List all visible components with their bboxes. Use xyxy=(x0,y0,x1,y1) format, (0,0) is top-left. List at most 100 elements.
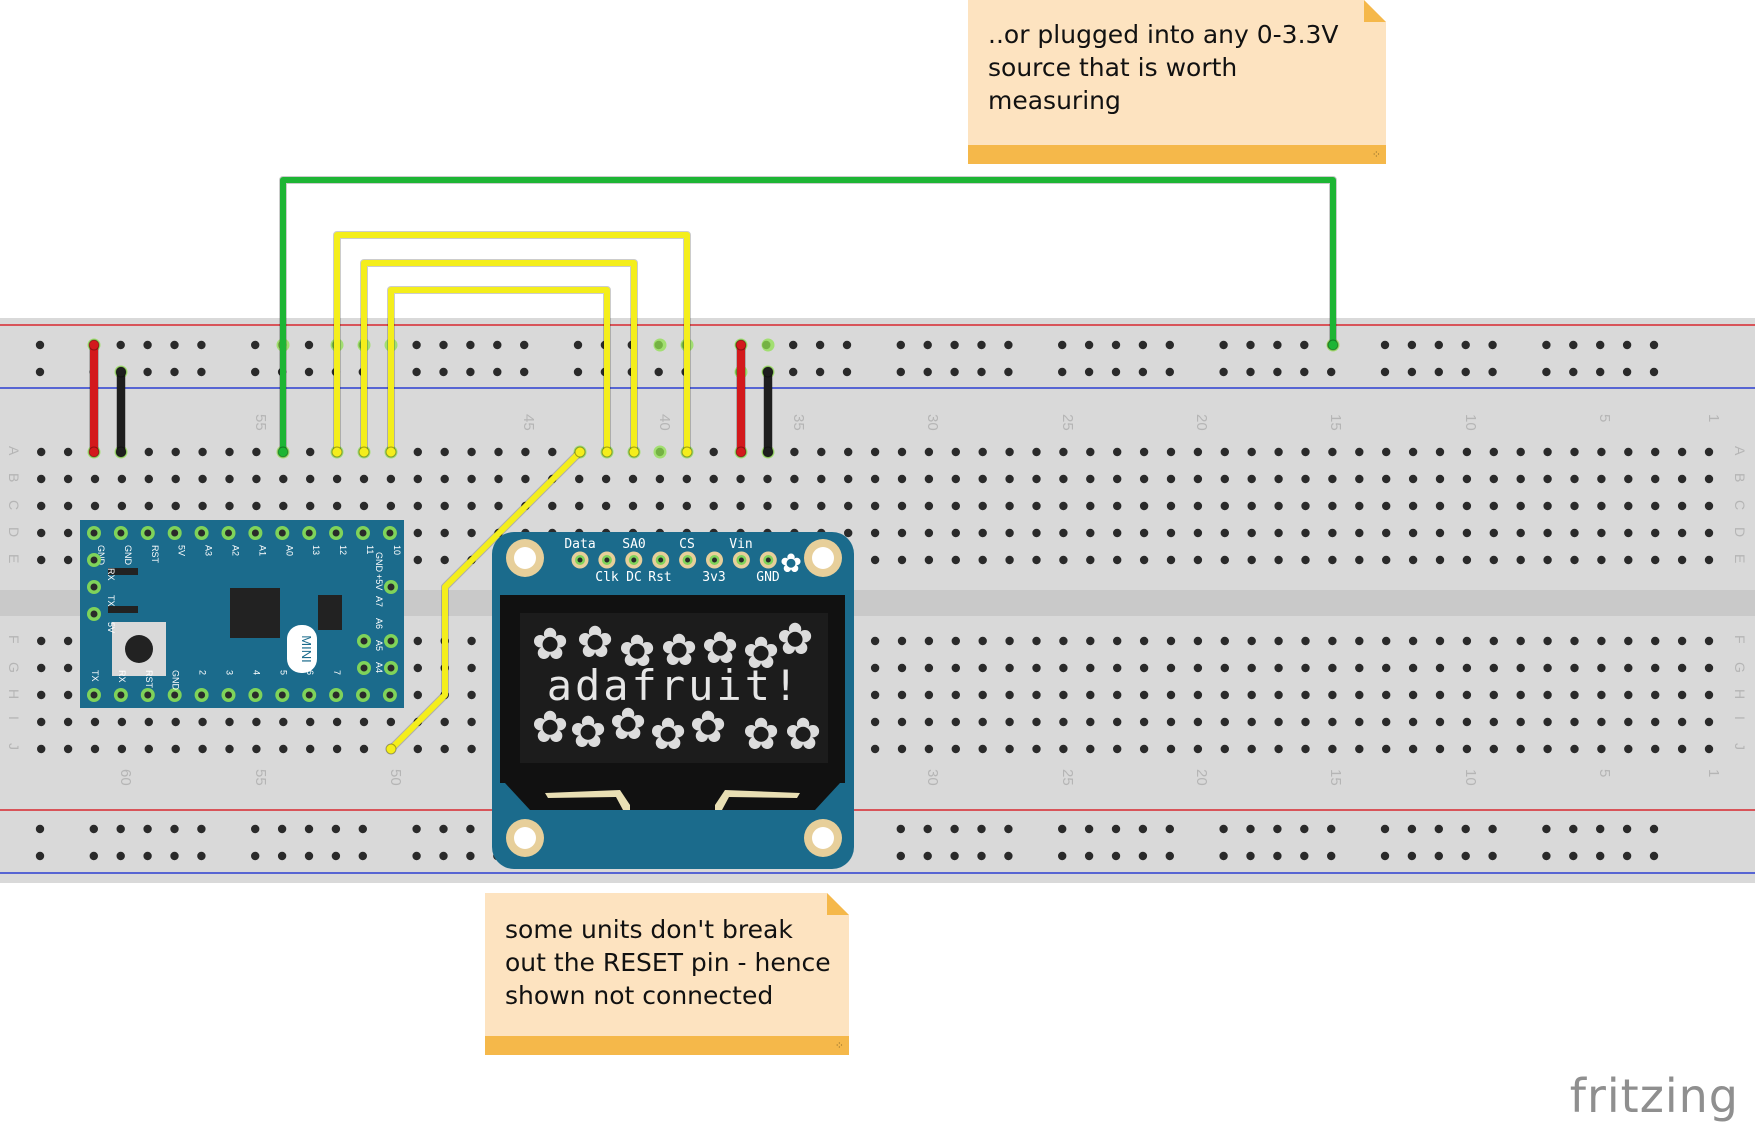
wire-black-1-end xyxy=(115,366,127,378)
breadboard-hole xyxy=(1408,717,1418,727)
note-fold-flap xyxy=(1364,0,1386,22)
screen-flower-icon: ✿ xyxy=(702,624,739,673)
breadboard-hole xyxy=(1516,555,1525,565)
rail-hole xyxy=(1649,851,1659,861)
breadboard-hole xyxy=(924,474,934,484)
oled-pin-label: Rst xyxy=(648,570,671,585)
rail-hole xyxy=(277,851,287,861)
arduino-pin-left-hole xyxy=(90,610,98,618)
arduino-pin-label: GND xyxy=(96,545,106,566)
breadboard-hole xyxy=(1005,690,1014,700)
breadboard-hole xyxy=(897,501,907,511)
breadboard-hole xyxy=(978,501,987,511)
resize-grip-icon[interactable]: ⁘ xyxy=(1371,149,1381,161)
arduino-pin-top-hole xyxy=(332,529,340,537)
breadboard-hole xyxy=(924,447,934,457)
rail-hole xyxy=(1058,340,1067,350)
breadboard-hole xyxy=(1651,663,1660,673)
breadboard-hole xyxy=(1193,690,1203,700)
rail-hole xyxy=(197,824,206,834)
breadboard-hole xyxy=(494,474,503,484)
wires xyxy=(88,176,1339,755)
breadboard-hole xyxy=(1032,690,1041,700)
breadboard-hole xyxy=(1382,555,1391,565)
arduino-pin-bottom-hole xyxy=(198,691,206,699)
breadboard-hole xyxy=(1113,555,1122,565)
breadboard-hole xyxy=(63,501,73,511)
breadboard-hole xyxy=(978,690,987,700)
breadboard-hole xyxy=(736,501,745,511)
note-bottom[interactable]: some units don't break out the RESET pin… xyxy=(485,893,849,1055)
breadboard-hole xyxy=(117,501,127,511)
rail-hole xyxy=(1111,340,1121,350)
rail-hole xyxy=(1084,340,1094,350)
breadboard-hole xyxy=(117,717,127,727)
breadboard-hole xyxy=(1166,474,1176,484)
breadboard-hole xyxy=(951,528,960,538)
rail-hole xyxy=(1084,851,1094,861)
breadboard-hole xyxy=(1704,636,1714,646)
breadboard-hole xyxy=(870,528,880,538)
rail-hole xyxy=(950,367,959,377)
breadboard-hole xyxy=(1139,447,1149,457)
rail-hole xyxy=(1246,340,1255,350)
arduino-pin-label: RX xyxy=(106,568,116,581)
breadboard-hole xyxy=(1193,663,1203,673)
breadboard-hole xyxy=(1032,744,1041,754)
breadboard-hole xyxy=(1193,744,1203,754)
breadboard-hole xyxy=(1301,744,1310,754)
resize-grip-icon[interactable]: ⁘ xyxy=(834,1040,844,1052)
rail-hole xyxy=(197,851,206,861)
breadboard-hole xyxy=(1382,717,1391,727)
breadboard-hole xyxy=(1435,744,1445,754)
breadboard-hole xyxy=(897,555,907,565)
breadboard-hole xyxy=(1059,636,1068,646)
breadboard-hole xyxy=(1355,663,1364,673)
row-letter: H xyxy=(6,689,22,699)
arduino-pin-bottom-hole xyxy=(117,691,125,699)
breadboard-hole xyxy=(1462,744,1472,754)
breadboard-hole xyxy=(1704,528,1714,538)
rail-hole xyxy=(1461,367,1470,377)
rail-hole xyxy=(1569,824,1578,834)
breadboard-hole xyxy=(90,501,100,511)
rail-hole xyxy=(1165,340,1175,350)
breadboard-hole xyxy=(1543,636,1552,646)
row-letter: C xyxy=(6,500,22,510)
breadboard-hole xyxy=(1086,474,1095,484)
breadboard-hole xyxy=(978,663,987,673)
rail-hole xyxy=(1380,824,1390,834)
breadboard-hole xyxy=(332,744,342,754)
rail-hole xyxy=(923,824,932,834)
breadboard-hole xyxy=(897,528,907,538)
breadboard-hole xyxy=(870,744,880,754)
breadboard-hole xyxy=(1570,690,1579,700)
breadboard-hole xyxy=(306,717,315,727)
breadboard-hole xyxy=(1355,501,1364,511)
breadboard-hole xyxy=(1247,447,1256,457)
breadboard-hole xyxy=(37,690,46,700)
breadboard-hole xyxy=(1166,717,1176,727)
breadboard-hole xyxy=(1113,744,1122,754)
oled-pin-label: DC xyxy=(626,570,642,585)
breadboard-hole xyxy=(1086,636,1095,646)
breadboard-hole xyxy=(1543,663,1552,673)
breadboard-hole xyxy=(252,474,261,484)
arduino-pin-label: 10 xyxy=(392,545,402,555)
breadboard-hole xyxy=(1516,744,1525,754)
breadboard-hole xyxy=(63,636,73,646)
rail-hole xyxy=(170,367,179,377)
breadboard-hole xyxy=(1032,555,1041,565)
breadboard-hole xyxy=(306,474,315,484)
rail-hole xyxy=(1434,367,1444,377)
rail-hole xyxy=(1004,340,1013,350)
rail-hole xyxy=(304,824,314,834)
oled-pin-hole xyxy=(577,557,583,563)
rail-hole xyxy=(251,367,260,377)
breadboard-hole xyxy=(413,447,422,457)
note-top[interactable]: ..or plugged into any 0-3.3V source that… xyxy=(968,0,1386,164)
breadboard-hole xyxy=(467,690,476,700)
breadboard-hole xyxy=(225,717,234,727)
